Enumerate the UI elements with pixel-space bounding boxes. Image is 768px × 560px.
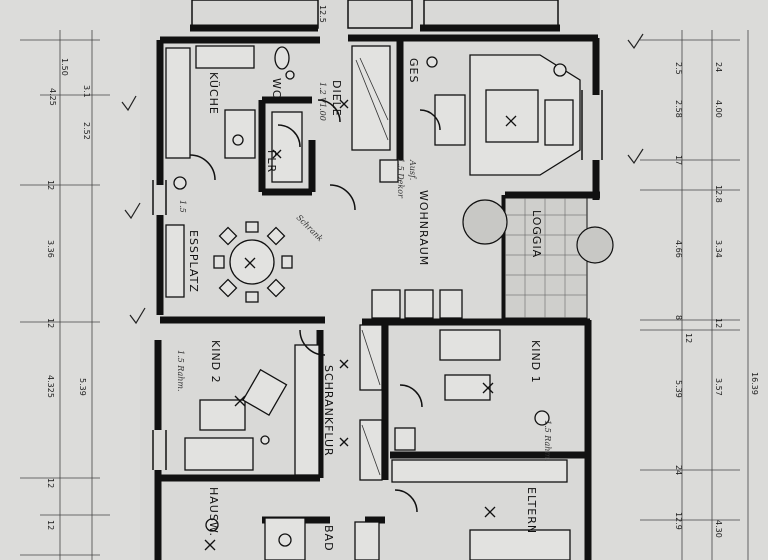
note-wohn2: Ausf. (408, 159, 417, 180)
room-label-essplatz: ESSPLATZ (187, 230, 200, 293)
room-label-loggia: LOGGIA (530, 210, 543, 258)
dim-r2-6: 4.30 (714, 520, 723, 538)
dim-r1-7: 24 (674, 465, 683, 475)
dim-left-0: 1.50 (60, 58, 69, 76)
dim-r2-2: 12.8 (714, 185, 723, 203)
room-label-garderobe: GES (407, 58, 420, 83)
dim-r2-0: 24 (714, 62, 723, 72)
note-kind1: 1.5 Rahm. (543, 420, 552, 462)
right-dimension-labels: 2.5 2.58 17 4.66 8 12 5.39 24 12.9 24 4.… (318, 5, 759, 538)
right-dimension-chain (640, 30, 749, 560)
dim-r3-0: 16.39 (750, 372, 759, 395)
electrical-symbols (204, 99, 517, 551)
room-label-wc: WC (270, 78, 283, 99)
room-label-hausw: HAUSW. (207, 487, 220, 537)
dim-left-1: 4.25 (48, 88, 57, 106)
room-label-kueche: KÜCHE (207, 72, 220, 115)
dim-left-2: 12 (46, 180, 55, 190)
dim-r2-3: 3.34 (714, 240, 723, 258)
dim-left-small-0: 3.1 (82, 85, 91, 98)
dim-top-0: 12.5 (318, 5, 327, 23)
dim-left-5: 4.325 (46, 375, 55, 398)
dim-left-3: 3.36 (46, 240, 55, 258)
left-dimension-labels: 1.50 4.25 12 3.36 12 4.325 5.39 12 12 3.… (46, 58, 91, 530)
dim-r1-3: 4.66 (674, 240, 683, 258)
dim-r1-4: 8 (674, 315, 683, 320)
dim-r1-8: 12.9 (674, 512, 683, 530)
dining-table (165, 221, 293, 303)
note-ess: 1.5 (178, 200, 187, 213)
dim-r2-1: 4.00 (714, 100, 723, 118)
dim-r1-2: 17 (674, 155, 683, 165)
bath-fixtures (205, 517, 571, 560)
diele-cabinets (351, 45, 399, 183)
dim-r2-4: 12 (714, 318, 723, 328)
right-margin-band (600, 0, 768, 560)
dim-r1-1: 2.58 (674, 100, 683, 118)
dim-left-7: 12 (46, 478, 55, 488)
room-label-eltern: ELTERN (525, 487, 538, 534)
room-label-kind2: KIND 2 (209, 340, 222, 384)
schrankflur-cabinets (359, 324, 568, 483)
room-label-schrankflur: SCHRANKFLUR (322, 365, 335, 457)
wc-fixtures (271, 46, 303, 183)
dim-r1-0: 2.5 (674, 62, 683, 75)
note-diele: 1.2 V1.00 (318, 82, 327, 121)
room-label-kind1: KIND 1 (529, 340, 542, 384)
note-wohn: 1.5 Dekor (396, 158, 405, 199)
room-label-flur: FLR (265, 150, 278, 173)
kitchen-units (165, 45, 256, 190)
kind1-furniture (394, 329, 550, 451)
room-label-wohnraum: WOHNRAUM (417, 190, 430, 266)
dim-left-6: 5.39 (78, 378, 87, 396)
left-dimension-chain (20, 30, 110, 560)
room-label-diele: DIELE (330, 80, 343, 117)
kind2-furniture (184, 344, 320, 476)
doors (189, 99, 441, 513)
loggia-plants (462, 197, 614, 319)
note-kind2: 1.5 Rahm. (176, 350, 185, 392)
dim-left-4: 12 (46, 318, 55, 328)
dim-left-8: 12 (46, 520, 55, 530)
dim-left-small-1: 2.52 (82, 122, 91, 140)
room-label-bad: BAD (322, 525, 335, 552)
dim-r1-5: 12 (684, 333, 693, 343)
dim-r2-5: 3.57 (714, 378, 723, 396)
dim-r1-6: 5.39 (674, 380, 683, 398)
windows (152, 0, 603, 470)
check-marks (121, 33, 644, 325)
left-margin-band (0, 0, 140, 560)
living-room-furniture (371, 54, 581, 319)
